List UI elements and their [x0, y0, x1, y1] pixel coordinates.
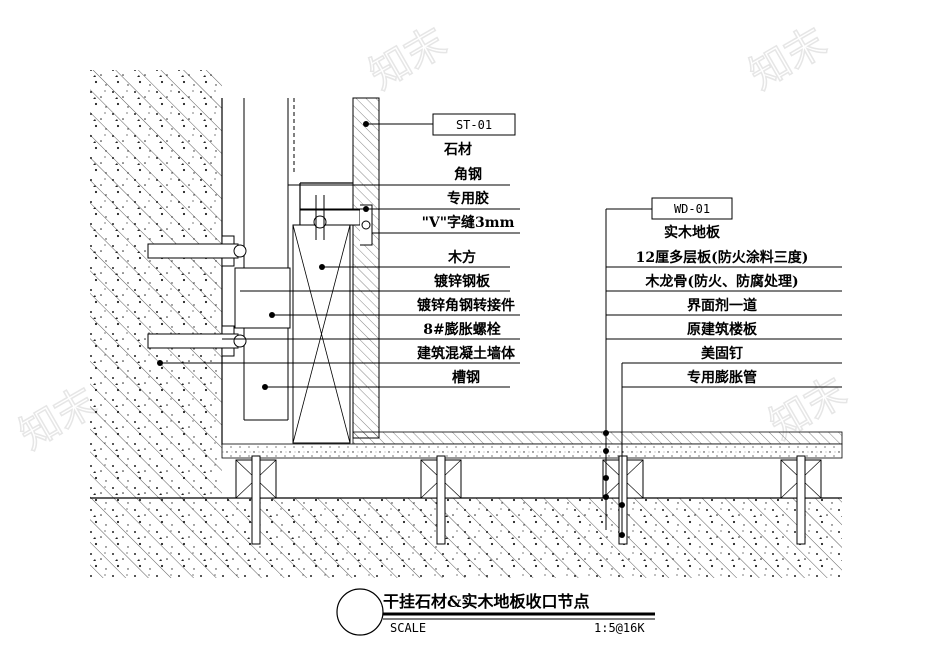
label-angle-steel: 角钢 [454, 166, 482, 183]
drawing-title: 干挂石材&实木地板收口节点 [383, 592, 589, 611]
leader-dots [157, 121, 625, 538]
label-interface-agent: 界面剂一道 [687, 297, 757, 314]
concrete-wall [90, 70, 223, 498]
label-anchor-nail: 美固钉 [701, 345, 743, 362]
label-adhesive: 专用胶 [447, 190, 489, 207]
angle-steel [299, 182, 373, 246]
watermark-1: 知末 [362, 19, 454, 99]
timber-block [292, 224, 351, 444]
label-expansion-tube: 专用膨胀管 [687, 369, 757, 386]
title-block: 干挂石材&实木地板收口节点 SCALE 1:5@16K [336, 588, 655, 636]
label-galv-plate: 镀锌钢板 [434, 273, 491, 290]
label-expansion-bolt: 8#膨胀螺栓 [423, 321, 500, 338]
label-timber: 木方 [447, 249, 476, 266]
label-stone: 石材 [443, 141, 472, 158]
anchor-screws [251, 455, 806, 545]
svg-text:ST-01: ST-01 [456, 118, 492, 132]
right-labels: 实木地板 12厘多层板(防火涂料三度) 木龙骨(防火、防腐处理) 界面剂一道 原… [636, 224, 809, 386]
scale-value: 1:5@16K [594, 621, 645, 635]
label-original-slab: 原建筑楼板 [687, 321, 758, 338]
concrete-slab [90, 497, 842, 578]
watermark-2: 知末 [742, 19, 834, 99]
label-plywood: 12厘多层板(防火涂料三度) [636, 249, 809, 266]
label-galv-angle-connector: 镀锌角钢转接件 [417, 297, 515, 314]
label-v-joint: "V"字缝3mm [422, 214, 515, 231]
label-channel-steel: 槽钢 [452, 369, 480, 386]
label-concrete-wall: 建筑混凝土墙体 [417, 345, 516, 362]
steel-brackets [221, 235, 291, 421]
left-labels: 石材 角钢 专用胶 "V"字缝3mm 木方 镀锌钢板 镀锌角钢转接件 8#膨胀螺… [417, 141, 516, 386]
tag-stone: ST-01 [432, 113, 516, 136]
label-wood-keel: 木龙骨(防火、防腐处理) [644, 273, 798, 290]
svg-text:WD-01: WD-01 [674, 202, 710, 216]
scale-label: SCALE [390, 621, 426, 635]
label-solid-wood-floor: 实木地板 [664, 224, 721, 241]
tag-wood: WD-01 [651, 197, 733, 220]
expansion-bolts [147, 243, 247, 349]
